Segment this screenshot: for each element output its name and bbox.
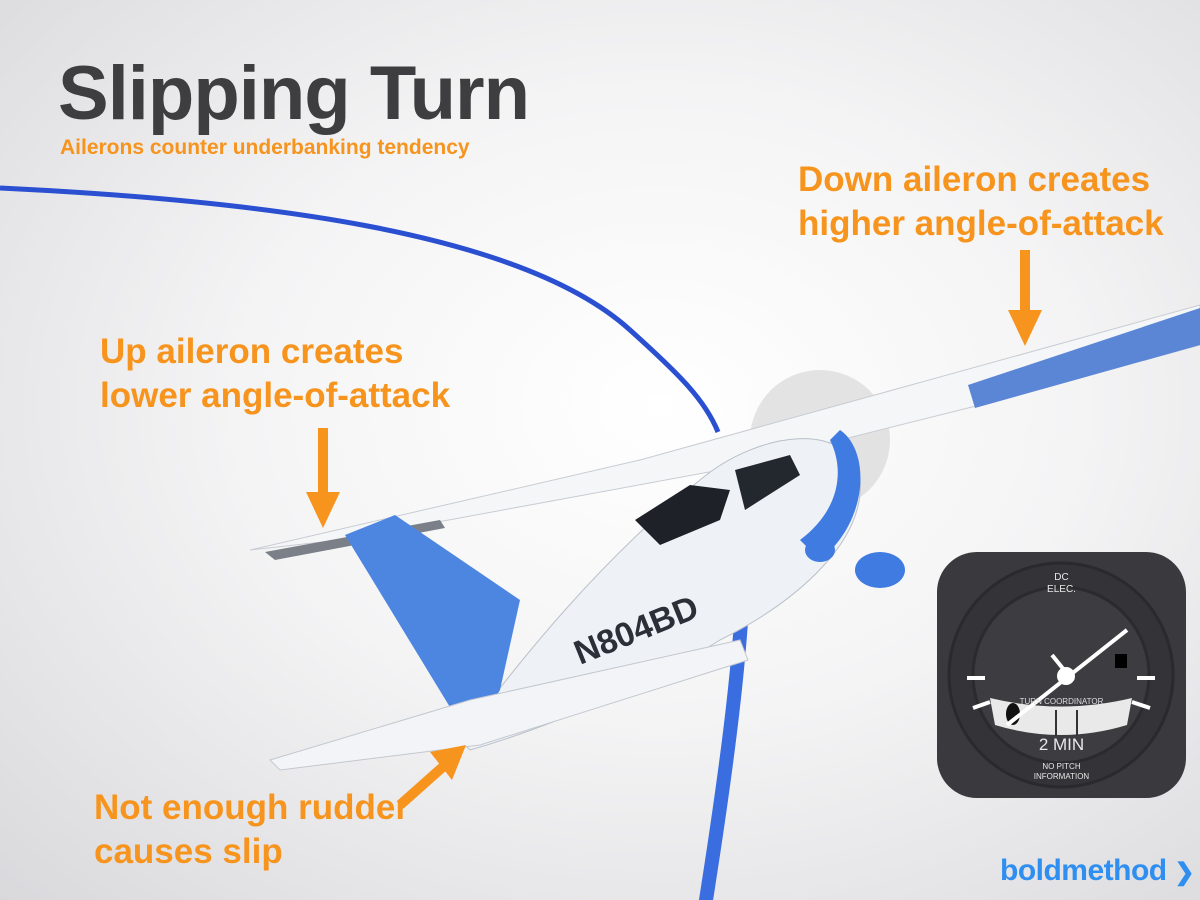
page-title: Slipping Turn: [58, 51, 530, 136]
instrument-label-information: INFORMATION: [1033, 772, 1090, 781]
callout-down-aileron: Down aileron creates higher angle-of-att…: [798, 158, 1164, 246]
left-wheel-fairing: [855, 552, 905, 588]
right-aileron-down: [968, 308, 1200, 408]
callout-line: causes slip: [94, 832, 283, 871]
callout-line: Down aileron creates: [798, 160, 1151, 199]
instrument-label-no-pitch: NO PITCH: [1042, 762, 1081, 771]
instrument-rate: 2 MIN: [1038, 735, 1085, 754]
callout-line: Not enough rudder: [94, 788, 409, 827]
vertical-stabilizer: [345, 515, 520, 740]
instrument-label-elec: ELEC.: [1047, 584, 1076, 595]
turn-coordinator-instrument: DC ELEC. TURN COORDINATOR 2 MIN NO PITCH…: [935, 550, 1188, 800]
arrow-rudder: [396, 745, 466, 809]
horizontal-stabilizer: [269, 639, 749, 771]
chevron-right-icon: ❯: [1174, 859, 1195, 886]
callout-line: higher angle-of-attack: [798, 204, 1164, 243]
subtitle: Ailerons counter underbanking tendency: [60, 136, 470, 159]
callout-up-aileron: Up aileron creates lower angle-of-attack: [100, 330, 450, 418]
callout-line: lower angle-of-attack: [100, 376, 451, 415]
callout-rudder: Not enough rudder causes slip: [94, 786, 409, 874]
brand-logo: boldmethod ❯: [1000, 854, 1195, 888]
logo-text: boldmethod: [1000, 854, 1167, 887]
windshield: [635, 485, 730, 545]
arrow-up-aileron: [306, 428, 340, 528]
right-wheel-fairing: [805, 538, 835, 562]
callout-line: Up aileron creates: [100, 332, 404, 371]
side-window: [735, 455, 800, 510]
fuselage-stripe: [800, 430, 861, 560]
flight-path-upper: [0, 185, 721, 433]
instrument-name: TURN COORDINATOR: [1019, 697, 1104, 706]
instrument-face: [937, 552, 1186, 798]
arrow-down-aileron: [1008, 250, 1042, 346]
instrument-label-dc: DC: [1054, 572, 1069, 583]
